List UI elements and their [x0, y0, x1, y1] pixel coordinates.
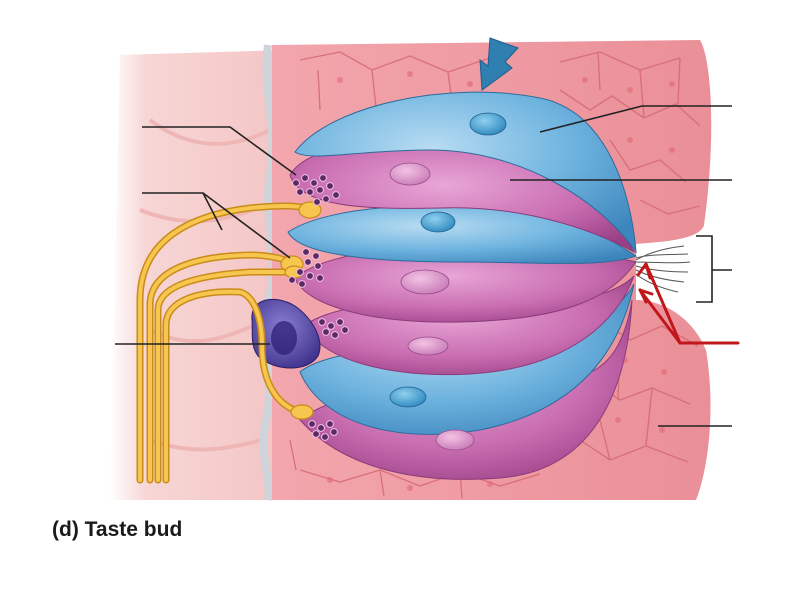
arrow-blue-icon — [479, 37, 519, 91]
nucleus-supporting-lower — [389, 386, 427, 408]
nucleus-supporting-top — [469, 112, 507, 136]
gustatory-hairs — [635, 245, 691, 293]
taste-bud — [287, 91, 638, 480]
synaptic-vesicles — [288, 174, 349, 441]
red-pointer-arrows — [636, 262, 740, 345]
nucleus-supporting-middle — [420, 211, 456, 233]
nucleus-gustatory-4 — [407, 336, 449, 356]
label-leader-lines — [115, 105, 732, 427]
sensory-nerve-fibers — [136, 201, 322, 484]
nucleus-gustatory-bottom — [435, 429, 475, 451]
figure-caption: (d) Taste bud — [52, 518, 183, 541]
supporting-cell-top — [294, 91, 637, 254]
nucleus-gustatory-2 — [389, 162, 431, 186]
basal-cell — [251, 298, 321, 369]
nucleus-gustatory-3 — [400, 269, 450, 295]
